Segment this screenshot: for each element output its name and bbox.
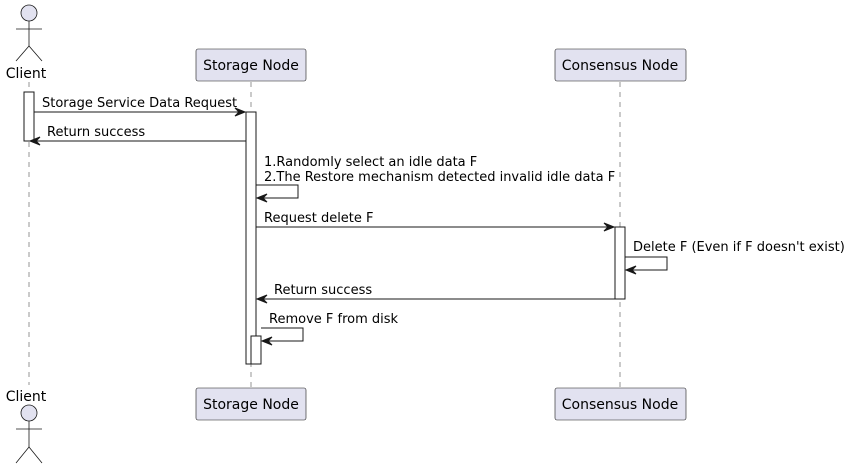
storage-activation-main <box>245 111 257 365</box>
message-storage-self-check-line <box>256 184 299 199</box>
storage-node-header-bottom: Storage Node <box>195 387 307 421</box>
storage-activation-nested <box>250 335 262 365</box>
message-remove-from-disk: Remove F from disk <box>260 312 399 346</box>
message-consensus-self-delete-line <box>625 256 668 271</box>
message-return-success-storage-label: Return success <box>274 283 372 298</box>
consensus-node-header-bottom: Consensus Node <box>554 387 687 421</box>
message-return-success-storage-arrowhead <box>255 294 268 304</box>
storage-node-label-top: Storage Node <box>203 58 299 74</box>
message-remove-from-disk-label: Remove F from disk <box>269 312 399 327</box>
storage-node-header-top: Storage Node <box>195 48 307 82</box>
message-request-delete: Request delete F <box>256 211 616 232</box>
client-activation <box>23 91 35 142</box>
message-consensus-self-delete-label: Delete F (Even if F doesn't exist) <box>633 240 845 255</box>
client-actor-head-top <box>20 4 38 22</box>
message-request-delete-label: Request delete F <box>264 211 374 226</box>
message-storage-self-check-label-2: 2.The Restore mechanism detected invalid… <box>264 170 615 185</box>
message-remove-from-disk-arrowhead <box>260 336 273 346</box>
message-storage-self-check-label-1: 1.Randomly select an idle data F <box>264 155 477 170</box>
consensus-node-box-top <box>554 48 687 82</box>
message-remove-from-disk-line <box>261 327 304 342</box>
consensus-activation <box>614 226 626 300</box>
consensus-node-label-top: Consensus Node <box>562 58 678 74</box>
message-storage-request-arrowhead <box>234 107 247 117</box>
consensus-node-box-bottom <box>554 387 687 421</box>
storage-node-box-top <box>195 48 307 82</box>
client-actor-legs-top <box>15 45 43 62</box>
client-actor-top: Client <box>6 4 47 82</box>
message-request-delete-arrowhead <box>603 222 616 232</box>
client-label-top: Client <box>6 66 47 82</box>
message-consensus-self-delete-arrowhead <box>624 265 637 275</box>
client-actor-head-bottom <box>20 404 38 422</box>
storage-node-label-bottom: Storage Node <box>203 397 299 413</box>
message-storage-self-check-arrowhead <box>255 193 268 203</box>
consensus-node-label-bottom: Consensus Node <box>562 397 678 413</box>
client-label-bottom: Client <box>6 389 47 405</box>
consensus-node-header-top: Consensus Node <box>554 48 687 82</box>
message-return-success-client-label: Return success <box>47 125 145 140</box>
message-consensus-self-delete: Delete F (Even if F doesn't exist) <box>624 240 845 275</box>
client-actor-bottom: Client <box>6 389 47 464</box>
message-return-success-storage: Return success <box>255 283 615 304</box>
message-storage-request: Storage Service Data Request <box>34 96 247 117</box>
client-actor-legs-bottom <box>15 446 43 464</box>
message-storage-request-label: Storage Service Data Request <box>42 96 237 111</box>
message-return-success-client: Return success <box>28 125 246 146</box>
message-return-success-client-arrowhead <box>28 136 41 146</box>
message-storage-self-check: 1.Randomly select an idle data F 2.The R… <box>255 155 615 203</box>
storage-node-box-bottom <box>195 387 307 421</box>
